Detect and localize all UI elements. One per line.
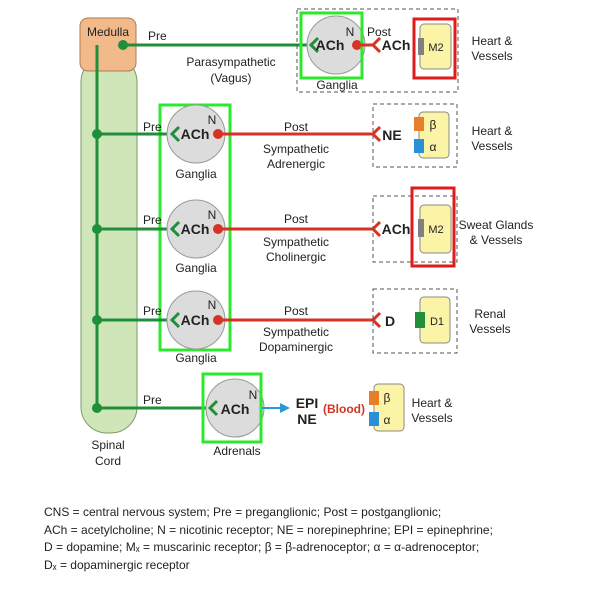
legend-line: Dₓ = dopaminergic receptor [44, 557, 190, 572]
para-ganglion-label: Ganglia [316, 78, 358, 92]
legend-line: ACh = acetylcholine; N = nicotinic recep… [44, 522, 493, 537]
sym-chol-post-synapse [370, 220, 382, 238]
sym-dop-ganglion-label: Ganglia [175, 351, 217, 365]
sym-adr-ganglion-nt: ACh [181, 126, 210, 142]
sym-dop-post-nt: D [385, 313, 395, 329]
para-ganglion-synapse [308, 36, 320, 54]
sym-chol-target-box [372, 195, 458, 263]
sym-chol-post-nt: ACh [382, 221, 411, 237]
sym-chol-m2-label: M2 [428, 224, 443, 236]
adrenal-synapse [207, 399, 219, 417]
sym-dop-pre-label: Pre [143, 304, 162, 318]
adrenal-release-1: EPI [296, 395, 319, 411]
sym-adr-target-1: Heart & [472, 124, 513, 138]
sym-chol-ganglion-label: Ganglia [175, 261, 217, 275]
para-ganglion-receptor: N [346, 25, 355, 39]
legend-line: CNS = central nervous system; Pre = preg… [44, 505, 442, 519]
adrenal-receptor: N [249, 388, 258, 402]
para-target-2: Vessels [471, 49, 512, 63]
sym-chol-ganglion-receptor: N [208, 208, 217, 222]
sym-dop-ganglion-nt: ACh [181, 312, 210, 328]
sym-adr-ganglion-synapse [169, 125, 181, 143]
adrenal-alpha-receptor-icon [369, 412, 379, 426]
adrenal-beta-receptor-icon [369, 391, 379, 405]
sym-adr-alpha-label: α [430, 140, 437, 154]
adrenal-nt: ACh [221, 401, 250, 417]
sym-chol-target-2: & Vessels [470, 233, 523, 247]
sym-chol-name-1: Sympathetic [263, 235, 329, 249]
sym-adr-beta-label: β [430, 118, 437, 132]
autonomic-diagram: Medulla Spinal Cord Pre Parasympathetic … [79, 8, 534, 468]
para-name-1: Parasympathetic [186, 55, 275, 69]
legend: CNS = central nervous system; Pre = preg… [44, 504, 584, 574]
sym-adr-name-2: Adrenergic [267, 157, 325, 171]
sym-adr-post-label: Post [284, 120, 309, 134]
sym-dop-ganglion-receptor: N [208, 298, 217, 312]
sym-chol-target-1: Sweat Glands [459, 218, 534, 232]
sym-adr-pre-label: Pre [143, 120, 162, 134]
sym-chol-target-highlight [410, 186, 456, 268]
para-post-nt: ACh [382, 37, 411, 53]
sym-adr-post-nt: NE [382, 127, 401, 143]
sym-chol-post-label: Post [284, 212, 309, 226]
sym-dop-target-1: Renal [474, 307, 505, 321]
adrenal-target-1: Heart & [412, 396, 453, 410]
sym-adr-ganglion-label: Ganglia [175, 167, 217, 181]
adrenal-route: (Blood) [323, 402, 365, 416]
spinal-cord [80, 55, 138, 434]
sym-dop-post-synapse [370, 311, 382, 329]
sym-dop-name-2: Dopaminergic [259, 340, 333, 354]
spinal-label-2: Cord [95, 454, 121, 468]
d1-receptor-icon [415, 312, 425, 328]
sym-dop-target-2: Vessels [469, 322, 510, 336]
para-pre-label: Pre [148, 29, 167, 43]
sym-adr-target-2: Vessels [471, 139, 512, 153]
para-name-2: (Vagus) [210, 71, 251, 85]
sym-dop-name-1: Sympathetic [263, 325, 329, 339]
adrenal-highlight [201, 372, 263, 444]
adrenal-effector [373, 383, 405, 432]
sym-chol-m2-receptor [418, 219, 424, 237]
adrenal-label: Adrenals [213, 444, 260, 458]
para-ganglion-nt: ACh [316, 37, 345, 53]
sym-dop-target-box [372, 288, 458, 354]
sym-dop-d1-label: D1 [430, 316, 444, 328]
adrenal-alpha-label: α [384, 413, 391, 427]
medulla-label: Medulla [87, 25, 129, 39]
para-ganglion-box [296, 8, 459, 93]
para-target-highlight [412, 17, 457, 80]
sym-chol-name-2: Cholinergic [266, 250, 326, 264]
spinal-label-1: Spinal [91, 438, 124, 452]
para-m2-label: M2 [428, 42, 443, 54]
para-m2-receptor [418, 38, 424, 55]
legend-line: D = dopamine; Mₓ = muscarinic receptor; … [44, 540, 480, 554]
adrenal-target-2: Vessels [411, 411, 452, 425]
sym-chol-ganglion-nt: ACh [181, 221, 210, 237]
sym-dop-post-label: Post [284, 304, 309, 318]
sym-adr-ganglion-receptor: N [208, 113, 217, 127]
sym-chol-ganglion-synapse [169, 220, 181, 238]
beta-receptor-icon [414, 117, 424, 131]
sym-adr-name-1: Sympathetic [263, 142, 329, 156]
sym-adr-target-box [372, 103, 458, 168]
sym-chol-pre-label: Pre [143, 213, 162, 227]
adrenal-release-2: NE [297, 411, 316, 427]
para-post-synapse [370, 36, 382, 54]
arrow-right-icon [280, 403, 290, 413]
sym-dop-ganglion-synapse [169, 311, 181, 329]
adrenal-pre-label: Pre [143, 393, 162, 407]
para-target-1: Heart & [472, 34, 513, 48]
para-post-label: Post [367, 25, 392, 39]
alpha-receptor-icon [414, 139, 424, 153]
sym-adr-effector [418, 111, 450, 159]
sym-adr-post-synapse [370, 125, 382, 143]
adrenal-beta-label: β [384, 391, 391, 405]
